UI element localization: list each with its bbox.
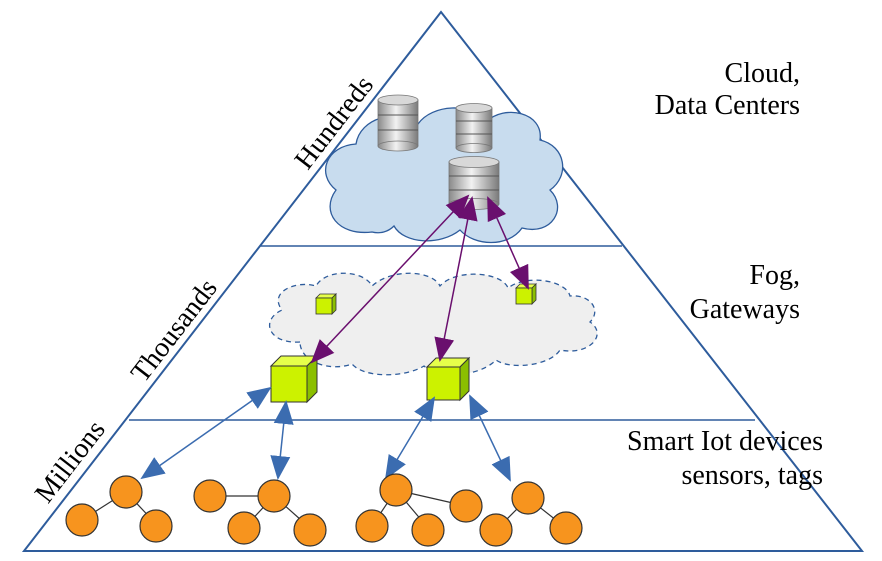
gateway-cube-icon xyxy=(515,283,537,305)
thousands-label: Thousands xyxy=(125,273,224,388)
server-icon xyxy=(455,103,493,153)
cloud-label-line1: Cloud, xyxy=(725,58,800,89)
gateway-cube-icon xyxy=(425,356,471,402)
sensor-node-icon xyxy=(449,489,483,523)
fog-shape xyxy=(268,272,598,376)
sensor-node-icon xyxy=(65,503,99,537)
sensor-node-icon xyxy=(479,513,513,547)
sensor-node-icon xyxy=(379,473,413,507)
sensor-node-icon xyxy=(355,509,389,543)
gateway-cube-icon xyxy=(315,293,337,315)
server-icon xyxy=(448,156,500,210)
sensor-node-icon xyxy=(139,509,173,543)
cloud-fog-links xyxy=(310,194,529,364)
sensor-node-icon xyxy=(257,479,291,513)
sensor-node-icon xyxy=(511,481,545,515)
sensor-node-icon xyxy=(549,511,583,545)
sensor-node-icon xyxy=(293,513,327,547)
millions-label: Millions xyxy=(29,415,112,509)
sensor-node-icon xyxy=(193,479,227,513)
devices-label-line2: sensors, tags xyxy=(681,460,823,491)
cloud-label-line2: Data Centers xyxy=(655,90,800,121)
pyramid-outline xyxy=(21,10,865,552)
device-tree xyxy=(355,473,483,547)
device-tree xyxy=(479,481,583,547)
gateway-cube-icon xyxy=(269,354,319,404)
sensor-node-icon xyxy=(227,511,261,545)
device-tree xyxy=(65,475,173,543)
fog-label-line1: Fog, xyxy=(749,260,800,291)
server-icon xyxy=(377,94,419,152)
fog-device-links xyxy=(140,386,511,482)
fog-label-line2: Gateways xyxy=(690,294,800,325)
sensor-node-icon xyxy=(411,513,445,547)
device-tree xyxy=(193,479,327,547)
sensor-node-icon xyxy=(109,475,143,509)
devices-label-line1: Smart Iot devices xyxy=(627,426,823,457)
